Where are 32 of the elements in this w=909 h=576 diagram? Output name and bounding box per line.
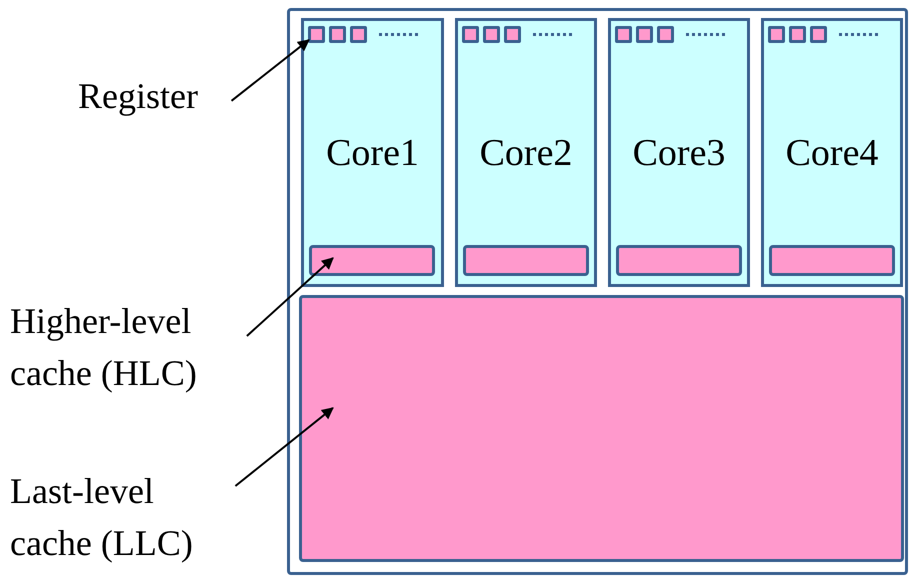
register-square bbox=[636, 26, 653, 43]
cache-block bbox=[299, 295, 904, 562]
register-square bbox=[483, 26, 500, 43]
register-square bbox=[615, 26, 632, 43]
register-square bbox=[768, 26, 785, 43]
cache-bar bbox=[769, 245, 895, 276]
register-square bbox=[462, 26, 479, 43]
core-box bbox=[761, 18, 903, 287]
register-square bbox=[810, 26, 827, 43]
register-square bbox=[350, 26, 367, 43]
core-label: Core4 bbox=[784, 131, 880, 176]
register-square bbox=[657, 26, 674, 43]
core-label: Core2 bbox=[478, 131, 574, 176]
core-box bbox=[301, 18, 444, 287]
cache-bar bbox=[463, 245, 589, 276]
core-label: Core3 bbox=[632, 131, 726, 176]
register-square bbox=[504, 26, 521, 43]
callout-label: Last-level cache (LLC) bbox=[10, 470, 194, 565]
register-square bbox=[308, 26, 325, 43]
callout-label: Higher-level cache (HLC) bbox=[10, 300, 198, 395]
chip-outline bbox=[287, 8, 908, 575]
callout-label: Register bbox=[78, 75, 199, 118]
core-box bbox=[455, 18, 597, 287]
leader-line bbox=[234, 407, 334, 487]
cache-bar bbox=[616, 245, 742, 276]
core-label: Core1 bbox=[325, 131, 420, 176]
leader-line bbox=[246, 257, 334, 337]
register-square bbox=[789, 26, 806, 43]
register-square bbox=[329, 26, 346, 43]
cache-bar bbox=[309, 245, 435, 276]
core-box bbox=[608, 18, 750, 287]
leader-line bbox=[230, 39, 310, 102]
